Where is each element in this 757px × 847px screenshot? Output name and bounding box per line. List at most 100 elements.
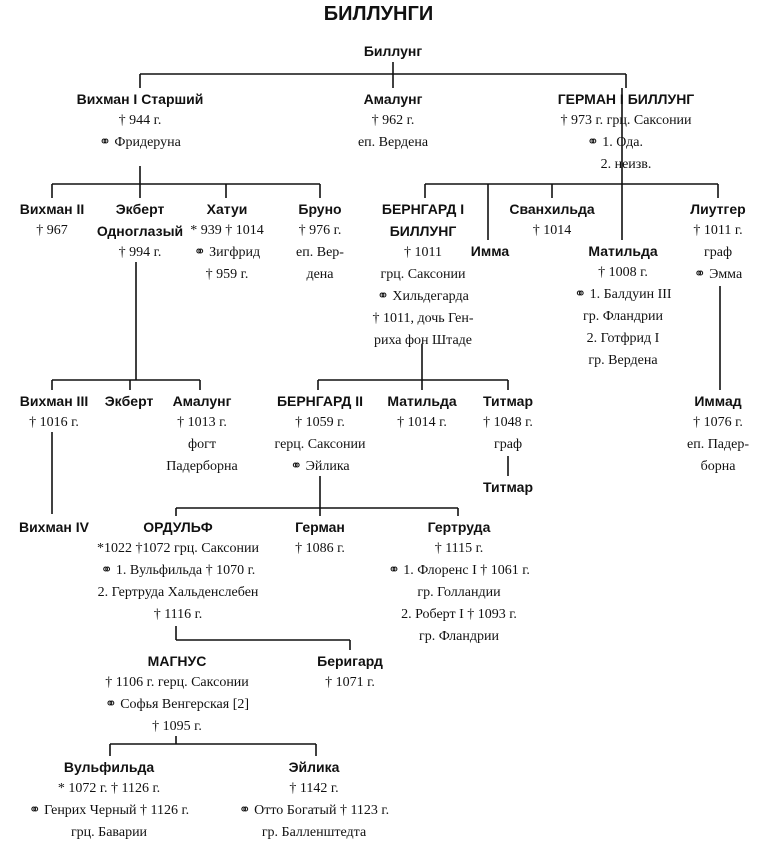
person-billung: Биллунг bbox=[318, 40, 468, 62]
person-wichmann3: Вихман III † 1016 г. bbox=[6, 390, 102, 434]
person-detail: † 1142 г. bbox=[289, 781, 339, 796]
person-detail: ⚭ 1. Флоренс I † 1061 г. bbox=[388, 563, 530, 578]
person-ekbert2: Экберт bbox=[96, 390, 162, 412]
person-name: Бруно bbox=[298, 201, 342, 217]
person-thietmar1: Титмар † 1048 г. граф bbox=[468, 390, 548, 456]
person-name: Амалунг bbox=[363, 91, 423, 107]
person-detail: † 1048 г. bbox=[483, 415, 533, 430]
person-wichmann4: Вихман IV bbox=[6, 516, 102, 538]
person-ekbert1: Экберт Одноглазый † 994 г. bbox=[90, 198, 190, 264]
person-berigard: Беригард † 1071 г. bbox=[300, 650, 400, 694]
person-name: ОРДУЛЬФ bbox=[143, 519, 213, 535]
person-detail: дена bbox=[306, 267, 334, 282]
person-detail: ⚭ 1. Вульфильда † 1070 г. bbox=[100, 563, 256, 578]
person-name: Экберт bbox=[104, 393, 154, 409]
person-name: Вихман II bbox=[19, 201, 85, 217]
person-name: Герман bbox=[295, 519, 345, 535]
person-name: БЕРНГАРД I bbox=[381, 201, 465, 217]
person-amalung2: Амалунг † 1013 г. фогт Падерборна bbox=[152, 390, 252, 478]
person-detail: † 1014 bbox=[532, 223, 572, 238]
person-bruno: Бруно † 976 г. еп. Вер- дена bbox=[282, 198, 358, 286]
person-wichmann2: Вихман II † 967 bbox=[6, 198, 98, 242]
person-detail: † 1059 г. bbox=[295, 415, 345, 430]
person-name: Вихман I Старший bbox=[76, 91, 204, 107]
person-detail: гр. Балленштедта bbox=[261, 825, 367, 840]
person-detail: † 944 г. bbox=[118, 113, 162, 128]
person-mathilde1: Матильда † 1008 г. ⚭ 1. Балдуин III гр. … bbox=[556, 240, 690, 372]
person-detail: † 1071 г. bbox=[325, 675, 375, 690]
person-detail: † 967 bbox=[36, 223, 68, 238]
person-amalung1: Амалунг † 962 г. еп. Вердена bbox=[328, 88, 458, 154]
person-detail: граф bbox=[703, 245, 733, 260]
person-name: Сванхильда bbox=[509, 201, 595, 217]
person-mathilde2: Матильда † 1014 г. bbox=[376, 390, 468, 434]
person-detail: ⚭ 1. Ода. bbox=[587, 135, 643, 150]
person-bernhard1: БЕРНГАРД I БИЛЛУНГ † 1011 грц. Саксонии … bbox=[358, 198, 488, 352]
person-detail: ⚭ Эйлика bbox=[290, 459, 350, 474]
person-detail: ⚭ Фридеруна bbox=[99, 135, 181, 150]
person-detail: ⚭ Отто Богатый † 1123 г. bbox=[238, 803, 390, 818]
person-name: Вульфильда bbox=[63, 759, 155, 775]
person-detail: гр. Фландрии bbox=[419, 629, 499, 644]
person-epithet: Одноглазый bbox=[96, 223, 184, 239]
person-detail: † 1011, дочь Ген- bbox=[372, 311, 474, 326]
person-detail: 2. неизв. bbox=[600, 157, 652, 172]
person-magnus: МАГНУС † 1106 г. герц. Саксонии ⚭ Софья … bbox=[72, 650, 282, 738]
person-detail: 2. Роберт I † 1093 г. bbox=[401, 607, 517, 622]
person-name: ГЕРМАН I БИЛЛУНГ bbox=[557, 91, 695, 107]
person-name: Вихман III bbox=[19, 393, 89, 409]
person-detail: † 1011 bbox=[404, 245, 442, 260]
person-detail: граф bbox=[493, 437, 523, 452]
person-detail: ⚭ Зигфрид bbox=[193, 245, 261, 260]
person-name: Хатуи bbox=[206, 201, 248, 217]
person-gertrud: Гертруда † 1115 г. ⚭ 1. Флоренс I † 1061… bbox=[366, 516, 552, 648]
person-ordulf: ОРДУЛЬФ *1022 †1072 грц. Саксонии ⚭ 1. В… bbox=[72, 516, 284, 626]
person-detail: † 1011 г. bbox=[693, 223, 743, 238]
person-detail: † 1086 г. bbox=[295, 541, 345, 556]
person-detail: † 962 г. bbox=[371, 113, 415, 128]
person-detail: † 973 г. грц. Саксонии bbox=[560, 113, 692, 128]
person-detail: 2. Готфрид I bbox=[586, 331, 660, 346]
person-wichmann1: Вихман I Старший † 944 г. ⚭ Фридеруна bbox=[50, 88, 230, 154]
person-detail: ⚭ Софья Венгерская [2] bbox=[104, 697, 250, 712]
person-detail: ⚭ Эмма bbox=[693, 267, 743, 282]
person-detail: гр. Фландрии bbox=[583, 309, 663, 324]
person-bernhard2: БЕРНГАРД II † 1059 г. герц. Саксонии ⚭ Э… bbox=[256, 390, 384, 478]
person-wulfhild: Вульфильда * 1072 г. † 1126 г. ⚭ Генрих … bbox=[6, 756, 212, 844]
person-name: Беригард bbox=[317, 653, 383, 669]
person-detail: гр. Вердена bbox=[588, 353, 658, 368]
person-swanhild: Сванхильда † 1014 bbox=[498, 198, 606, 242]
person-detail: † 994 г. bbox=[118, 245, 162, 260]
person-detail: † 1014 г. bbox=[397, 415, 447, 430]
person-detail: ⚭ 1. Балдуин III bbox=[574, 287, 672, 302]
person-detail: ⚭ Хильдегарда bbox=[377, 289, 469, 304]
person-name: Вихман IV bbox=[18, 519, 90, 535]
person-name: Имма bbox=[470, 243, 510, 259]
person-detail: 2. Гертруда Хальденслебен bbox=[97, 585, 259, 600]
person-detail: еп. Вер- bbox=[296, 245, 344, 260]
person-name: Экберт bbox=[115, 201, 165, 217]
person-detail: фогт bbox=[188, 437, 216, 452]
person-thietmar2: Титмар bbox=[468, 476, 548, 498]
person-detail: герц. Саксонии bbox=[274, 437, 366, 452]
person-detail: риха фон Штаде bbox=[373, 333, 473, 348]
person-name: Эйлика bbox=[288, 759, 340, 775]
person-hermann: ГЕРМАН I БИЛЛУНГ † 973 г. грц. Саксонии … bbox=[530, 88, 722, 176]
person-name: Матильда bbox=[588, 243, 658, 259]
person-detail: † 1076 г. bbox=[693, 415, 743, 430]
person-detail: † 976 г. bbox=[298, 223, 342, 238]
person-detail: еп. Падер- bbox=[686, 437, 750, 452]
person-eilika: Эйлика † 1142 г. ⚭ Отто Богатый † 1123 г… bbox=[216, 756, 412, 844]
person-name: Биллунг bbox=[363, 43, 423, 59]
person-imma: Имма bbox=[462, 240, 518, 262]
person-detail: † 1016 г. bbox=[29, 415, 79, 430]
person-hatui: Хатуи * 939 † 1014 ⚭ Зигфрид † 959 г. bbox=[182, 198, 272, 286]
person-detail: † 1106 г. герц. Саксонии bbox=[105, 675, 249, 690]
person-detail: еп. Вердена bbox=[357, 135, 429, 150]
person-hermann2: Герман † 1086 г. bbox=[282, 516, 358, 560]
person-name: Титмар bbox=[483, 393, 533, 409]
person-detail: ⚭ Генрих Черный † 1126 г. bbox=[28, 803, 190, 818]
person-detail: * 1072 г. † 1126 г. bbox=[57, 781, 161, 796]
person-detail: † 1013 г. bbox=[177, 415, 227, 430]
